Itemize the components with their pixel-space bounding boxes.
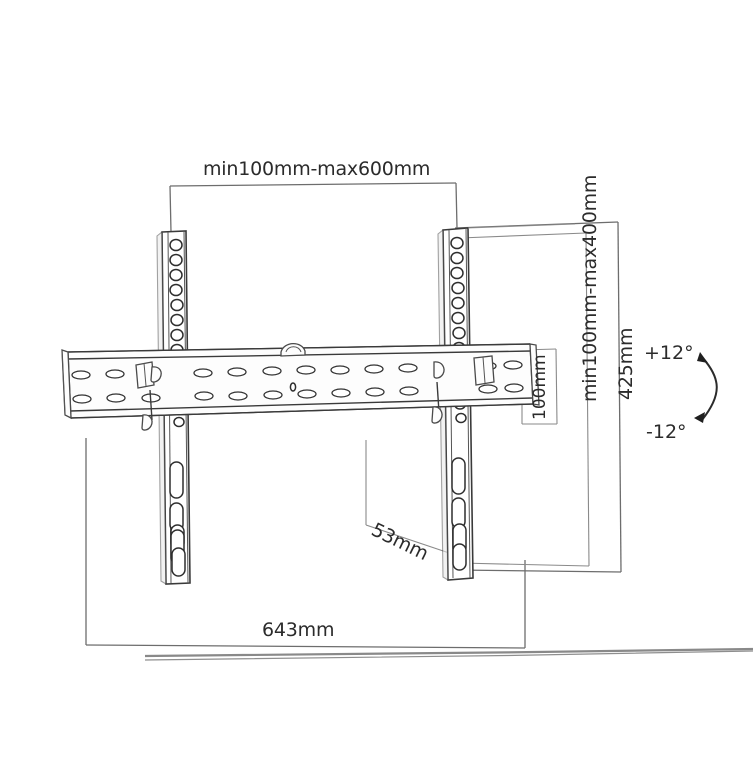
left-locking-knob xyxy=(135,361,162,431)
dimension-bottom-width xyxy=(85,438,526,649)
dimension-top-horizontal xyxy=(169,182,458,233)
bottom-sweep-line xyxy=(144,647,753,661)
center-release-handle xyxy=(280,342,306,392)
label-bottom-width: 643mm xyxy=(262,619,334,641)
label-center-height: 100mm xyxy=(530,354,550,420)
label-tilt-up: +12° xyxy=(644,342,694,364)
right-locking-knob xyxy=(431,355,495,424)
dimension-right-inner xyxy=(459,232,590,567)
label-right-vertical-inner: min100mm-max400mm xyxy=(579,175,601,402)
back-plate-contour xyxy=(467,223,576,229)
right-rail-slot-column xyxy=(451,457,467,571)
left-rail-slot-column xyxy=(169,461,186,577)
label-right-vertical-outer: 425mm xyxy=(615,328,637,400)
tilt-arc-arrow xyxy=(694,352,718,423)
label-tilt-down: -12° xyxy=(646,421,687,443)
wall-plate-slot-row-lower xyxy=(72,383,524,404)
horizontal-wall-plate xyxy=(61,342,540,431)
label-depth: 53mm xyxy=(368,519,432,565)
label-top-horizontal: min100mm-max600mm xyxy=(203,158,430,180)
